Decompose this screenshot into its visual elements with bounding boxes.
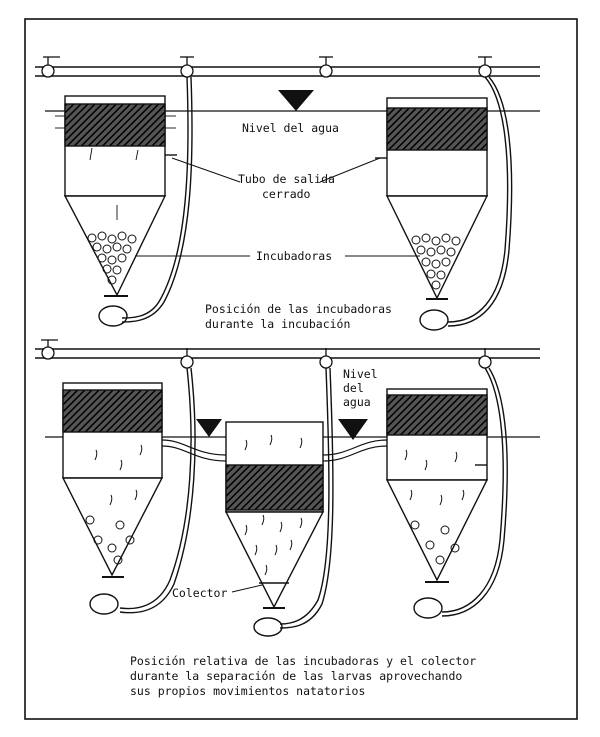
incubator-left-top — [63, 76, 193, 327]
water-level-triangle-icon — [196, 419, 222, 437]
connecting-tubes — [161, 439, 388, 462]
outlet-tube-label-2: cerrado — [262, 187, 311, 201]
incubators-label: Incubadoras — [256, 249, 332, 263]
outlet-tube-label-1: Tubo de salida — [238, 172, 335, 186]
larvae-marks — [85, 434, 465, 576]
top-caption-line-2: durante la incubación — [205, 317, 350, 331]
top-caption-line-1: Posición de las incubadoras — [205, 302, 392, 316]
water-level-label-bottom-3: agua — [343, 395, 371, 409]
collector-label: Colector — [172, 586, 227, 600]
top-panel: Nivel del agua — [35, 56, 540, 331]
eggs-left-top — [87, 231, 137, 285]
incubator-right-top — [375, 76, 513, 331]
valve-icon — [41, 339, 492, 369]
flow-arrows — [55, 115, 176, 220]
incubator-left-bottom — [61, 367, 196, 615]
water-level-label-bottom-1: Nivel — [343, 367, 378, 381]
water-level-triangle-icon — [338, 419, 368, 440]
bottom-panel: Nivel del agua — [35, 339, 540, 698]
eggs-right-top — [411, 233, 461, 290]
water-level-label-bottom-2: del — [343, 381, 364, 395]
water-level-label-top: Nivel del agua — [242, 121, 339, 135]
bottom-caption-line-3: sus propios movimientos natatorios — [130, 684, 365, 698]
incubator-right-bottom — [385, 367, 508, 619]
bottom-caption-line-1: Posición relativa de las incubadoras y e… — [130, 654, 476, 668]
figure-border — [24, 18, 578, 720]
bottom-caption-line-2: durante la separación de las larvas apro… — [130, 669, 462, 683]
collector-tank — [224, 367, 334, 637]
water-level-triangle-icon — [278, 90, 314, 111]
